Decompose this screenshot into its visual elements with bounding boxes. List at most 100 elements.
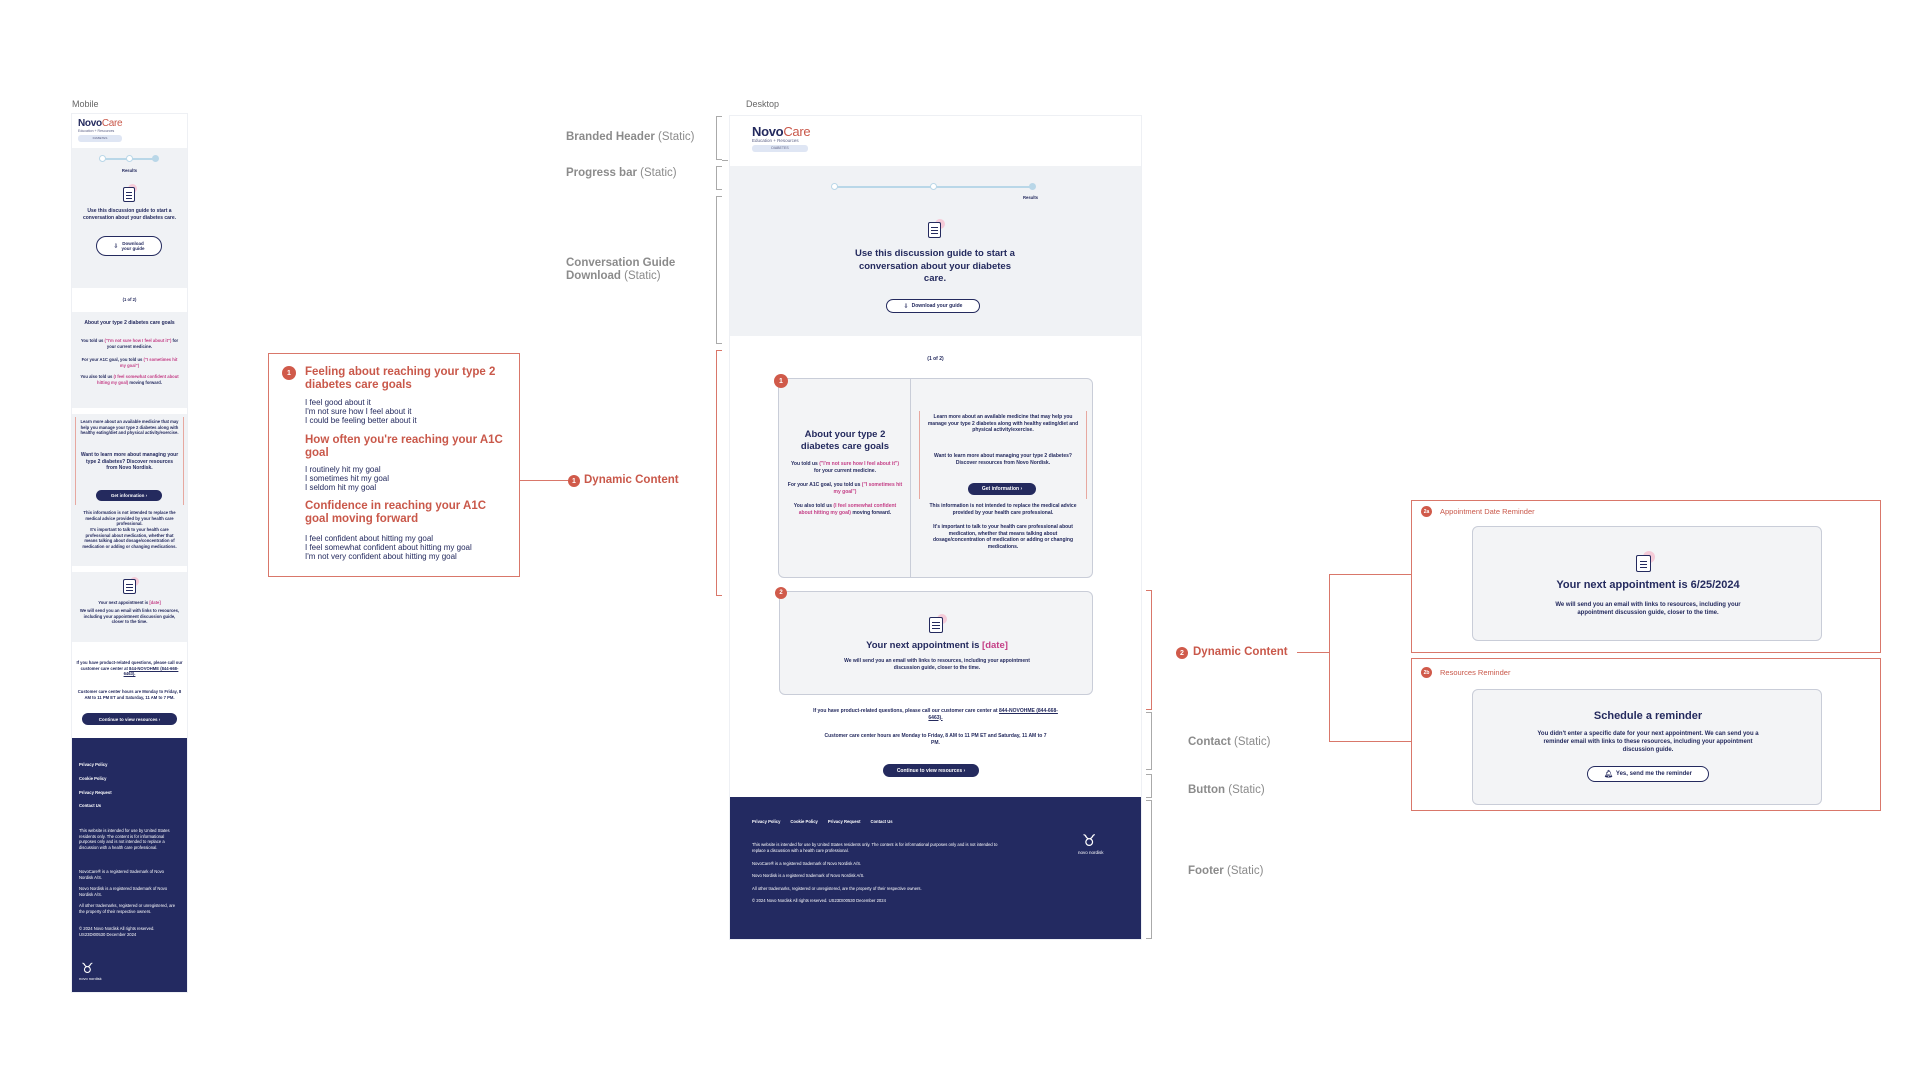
mobile-learn-important: It's important to talk to your health ca… bbox=[82, 527, 177, 549]
desktop-learn-want: Want to learn more about managing your t… bbox=[934, 453, 1072, 466]
dynamic-2-connector-bottom bbox=[1329, 741, 1411, 742]
send-reminder-button[interactable]: 🔔︎Yes, send me the reminder bbox=[1587, 766, 1709, 782]
dynamic-1-connector bbox=[520, 480, 568, 481]
dynamic-2-label: Dynamic Content bbox=[1193, 646, 1288, 658]
desktop-dynamic-1-badge: 1 bbox=[774, 374, 788, 388]
logo-pill: DIABETES bbox=[78, 135, 122, 142]
footer-link-privacy[interactable]: Privacy Policy bbox=[79, 762, 108, 767]
mobile-guide-text: Use this discussion guide to start a con… bbox=[82, 208, 177, 221]
mobile-continue-button[interactable]: Continue to view resources › bbox=[82, 713, 177, 725]
calendar-document-icon bbox=[1636, 555, 1651, 572]
desktop-header-logo[interactable]: NovoCare Education + Resources DIABETES bbox=[752, 124, 832, 154]
mobile-learn-frame bbox=[75, 417, 184, 505]
bell-icon: 🔔︎ bbox=[1604, 771, 1613, 778]
desktop-get-information-button[interactable]: Get information › bbox=[968, 483, 1036, 495]
mobile-appointment-body: We will send you an email with links to … bbox=[79, 608, 180, 624]
bracket-progress bbox=[716, 166, 722, 190]
mobile-learn-want: Want to learn more about managing your t… bbox=[80, 452, 179, 471]
footer-link-privacy[interactable]: Privacy Policy bbox=[752, 819, 781, 824]
footer-links: Privacy Policy Cookie Policy Privacy Req… bbox=[752, 819, 893, 825]
footer-disclaimer: This website is intended for use by Unit… bbox=[752, 842, 998, 853]
annotation-header: Branded Header (Static) bbox=[566, 131, 695, 143]
footer-novonordisk-tm: Novo Nordisk is a registered trademark o… bbox=[752, 873, 865, 878]
desktop-contact: If you have product-related questions, p… bbox=[813, 708, 1058, 721]
mobile-get-information-button[interactable]: Get information › bbox=[96, 490, 162, 501]
progress-dot-2 bbox=[126, 155, 133, 162]
mobile-frame-label: Mobile bbox=[72, 99, 99, 109]
dynamic-box-heading-1: Feeling about reaching your type 2 diabe… bbox=[305, 366, 496, 391]
desktop-learn-frame bbox=[919, 411, 1087, 499]
bracket-guide bbox=[716, 196, 722, 344]
resources-reminder-panel: 2b Resources Reminder Schedule a reminde… bbox=[1411, 658, 1881, 811]
mobile-appointment-section: Your next appointment is [date] We will … bbox=[72, 572, 187, 642]
reminder-2a-body: We will send you an email with links to … bbox=[1555, 602, 1741, 616]
reminder-2b-title: Schedule a reminder bbox=[1593, 710, 1703, 722]
desktop-appointment-body: We will send you an email with links to … bbox=[844, 658, 1030, 671]
send-reminder-label: Yes, send me the reminder bbox=[1615, 771, 1692, 777]
logo-brand: Novo bbox=[752, 124, 784, 139]
desktop-about-told: You told us ("I'm not sure how I feel ab… bbox=[790, 461, 900, 474]
footer-link-contact[interactable]: Contact Us bbox=[870, 819, 893, 824]
resources-reminder-card: Schedule a reminder You didn't enter a s… bbox=[1472, 689, 1822, 805]
footer-other-tm: All other trademarks, registered or unre… bbox=[752, 886, 922, 891]
footer-link-privacy-request[interactable]: Privacy Request bbox=[79, 790, 112, 795]
desktop-continue-button[interactable]: Continue to view resources › bbox=[883, 764, 979, 777]
dynamic-2-connector bbox=[1297, 652, 1329, 653]
logo-sub: Education + Resources bbox=[78, 129, 115, 133]
desktop-frame-label: Desktop bbox=[746, 99, 780, 109]
footer-link-cookie[interactable]: Cookie Policy bbox=[790, 819, 818, 824]
mobile-header-logo[interactable]: NovoCare Education + Resources DIABETES bbox=[76, 118, 136, 146]
bracket-contact bbox=[1146, 712, 1152, 770]
calendar-document-icon bbox=[123, 579, 136, 594]
desktop-about-title: About your type 2 diabetes care goals bbox=[800, 429, 890, 452]
guide-document-icon bbox=[123, 187, 135, 202]
desktop-about-also: You also told us (I feel somewhat confid… bbox=[793, 503, 897, 516]
footer-link-privacy-request[interactable]: Privacy Request bbox=[827, 819, 861, 824]
mobile-frame: NovoCare Education + Resources DIABETES … bbox=[72, 114, 187, 992]
bracket-tick bbox=[722, 160, 728, 161]
footer-novocare-tm: NovoCare® is a registered trademark of N… bbox=[79, 869, 165, 880]
reminder-2b-label: Resources Reminder bbox=[1440, 668, 1511, 677]
desktop-footer: Privacy Policy Cookie Policy Privacy Req… bbox=[730, 797, 1141, 939]
progress-step-label: Results bbox=[121, 168, 138, 173]
mobile-pager: (1 of 2) bbox=[122, 297, 137, 302]
desktop-hours: Customer care center hours are Monday to… bbox=[824, 733, 1047, 746]
progress-dot-2 bbox=[930, 183, 937, 190]
footer-novonordisk-tm: Novo Nordisk is a registered trademark o… bbox=[79, 886, 168, 897]
footer-link-cookie[interactable]: Cookie Policy bbox=[79, 776, 107, 781]
dynamic-box-badge: 1 bbox=[282, 366, 296, 380]
desktop-guide-section: Results Use this discussion guide to sta… bbox=[730, 166, 1141, 336]
desktop-download-guide-button[interactable]: ⇩Download your guide bbox=[886, 299, 980, 313]
dynamic-box-heading-2: How often you're reaching your A1C goal bbox=[305, 434, 503, 459]
footer-other-tm: All other trademarks, registered or unre… bbox=[79, 903, 176, 914]
annotation-footer: Footer (Static) bbox=[1188, 865, 1264, 877]
download-icon: ⇩ bbox=[903, 303, 909, 310]
download-label: Download your guide bbox=[911, 303, 963, 309]
footer-logo-text: novo nordisk bbox=[1078, 850, 1104, 855]
footer-disclaimer: This website is intended for use by Unit… bbox=[79, 828, 170, 850]
mobile-contact: If you have product-related questions, p… bbox=[76, 660, 183, 676]
novo-nordisk-bull-logo-icon: ♉ bbox=[1082, 833, 1097, 850]
desktop-appointment-card: Your next appointment is [date] We will … bbox=[779, 591, 1093, 695]
mobile-about-section: About your type 2 diabetes care goals Yo… bbox=[72, 312, 187, 408]
download-line1: Download bbox=[122, 240, 144, 246]
footer-link-contact[interactable]: Contact Us bbox=[79, 803, 102, 808]
progress-dot-1 bbox=[831, 183, 838, 190]
logo-care: Care bbox=[101, 118, 123, 129]
appointment-reminder-card: Your next appointment is 6/25/2024 We wi… bbox=[1472, 526, 1822, 641]
logo-care: Care bbox=[783, 124, 811, 139]
dynamic-2-connector-vertical bbox=[1329, 574, 1330, 742]
desktop-guide-text: Use this discussion guide to start a con… bbox=[855, 248, 1015, 284]
mobile-about-a1c: For your A1C goal, you told us ("I somet… bbox=[81, 357, 178, 368]
progress-dot-3 bbox=[1029, 183, 1036, 190]
mobile-guide-section: Results Use this discussion guide to sta… bbox=[72, 148, 187, 288]
mobile-learn-disclaimer: This information is not intended to repl… bbox=[83, 510, 176, 526]
footer-copyright: © 2024 Novo Nordisk All rights reserved.… bbox=[79, 926, 155, 937]
mobile-learn-text: Learn more about an available medicine t… bbox=[80, 419, 179, 435]
download-icon: ⇩ bbox=[113, 243, 119, 250]
progress-dot-3 bbox=[152, 155, 159, 162]
dynamic-1-label: Dynamic Content bbox=[584, 474, 679, 486]
